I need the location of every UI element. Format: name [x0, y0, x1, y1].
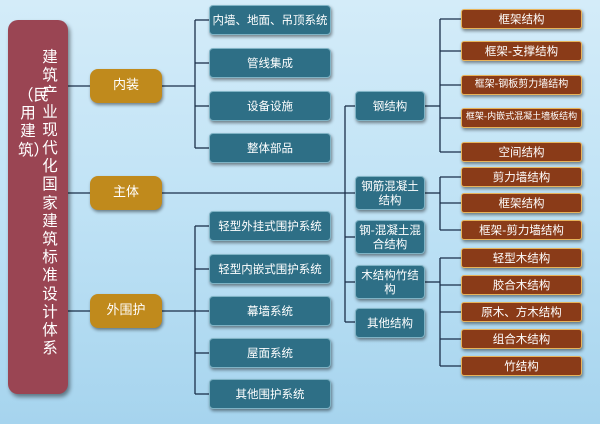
enclosure-item-curtain-wall: 幕墙系统 — [209, 296, 331, 326]
structure-type-other: 其他结构 — [355, 308, 425, 338]
enclosure-item-embedded: 轻型内嵌式围护系统 — [209, 254, 331, 284]
enclosure-item-hanging: 轻型外挂式围护系统 — [209, 211, 331, 241]
structure-type-timber-bamboo: 木结构竹结构 — [355, 265, 425, 299]
steel-subtype-space: 空间结构 — [461, 142, 582, 162]
category-structure: 主体 — [90, 176, 162, 210]
timber-subtype-composite: 组合木结构 — [461, 329, 582, 349]
steel-subtype-frame-embedded-panel: 框架-内嵌式混凝土墙板结构 — [461, 108, 582, 128]
interior-item-integrated-parts: 整体部品 — [209, 133, 331, 163]
timber-subtype-bamboo: 竹结构 — [461, 356, 582, 376]
concrete-subtype-shear-wall: 剪力墙结构 — [461, 167, 582, 187]
interior-item-equipment: 设备设施 — [209, 91, 331, 121]
interior-item-wall-floor-ceiling: 内墙、地面、吊顶系统 — [209, 5, 331, 35]
steel-subtype-frame: 框架结构 — [461, 9, 582, 29]
structure-type-steel: 钢结构 — [355, 91, 425, 121]
structure-type-steel-concrete: 钢-混凝土混合结构 — [355, 220, 425, 254]
steel-subtype-frame-brace: 框架-支撑结构 — [461, 41, 582, 61]
timber-subtype-log-square: 原木、方木结构 — [461, 302, 582, 322]
root-title-main: 建筑产业现代化国家建筑标准设计体系 — [42, 48, 58, 358]
enclosure-item-other: 其他围护系统 — [209, 379, 331, 409]
category-enclosure: 外围护 — [90, 294, 162, 328]
timber-subtype-light-wood: 轻型木结构 — [461, 248, 582, 268]
enclosure-item-roof: 屋面系统 — [209, 338, 331, 368]
root-title-sub: （民用建筑） — [18, 86, 50, 159]
interior-item-pipeline: 管线集成 — [209, 48, 331, 78]
structure-type-reinforced-concrete: 钢筋混凝土结构 — [355, 176, 425, 210]
concrete-subtype-frame-shear-wall: 框架-剪力墙结构 — [461, 220, 582, 240]
steel-subtype-frame-steel-shear-wall: 框架-钢板剪力墙结构 — [461, 75, 582, 95]
timber-subtype-glulam: 胶合木结构 — [461, 275, 582, 295]
concrete-subtype-frame: 框架结构 — [461, 193, 582, 213]
category-interior: 内装 — [90, 69, 162, 103]
root-system-title: 建筑产业现代化国家建筑标准设计体系 （民用建筑） — [8, 20, 68, 394]
